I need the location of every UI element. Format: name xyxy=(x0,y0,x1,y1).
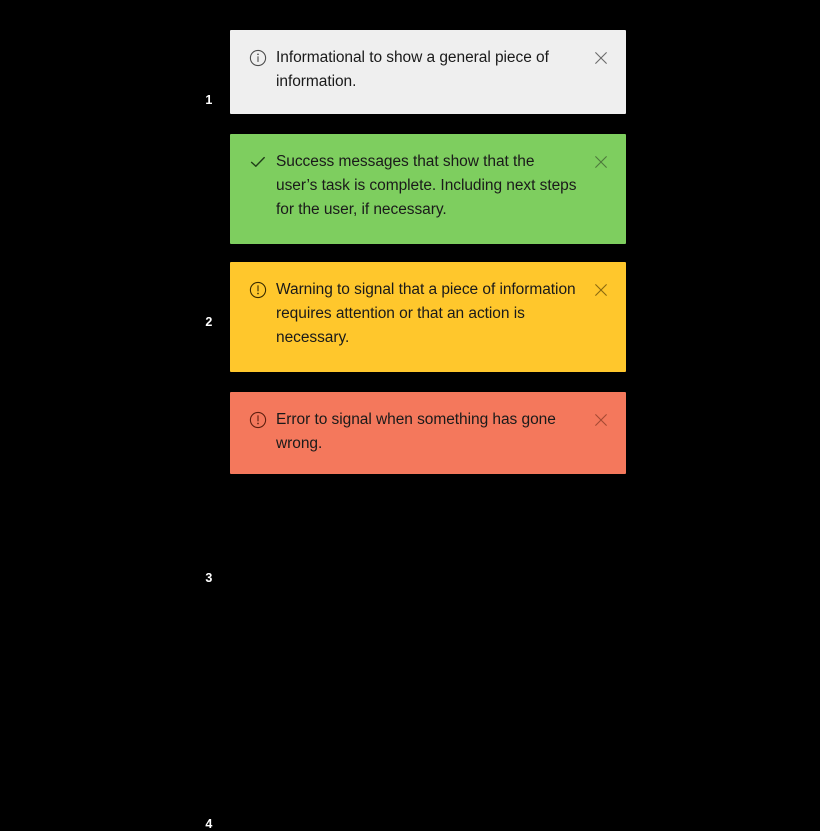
row-number-3: 3 xyxy=(205,571,213,585)
alert-informational: Informational to show a general piece of… xyxy=(230,30,626,114)
exclamation-circle-icon xyxy=(248,279,268,301)
alert-row-error: 4 Error to signal when something has gon… xyxy=(0,392,820,830)
alert-message: Error to signal when something has gone … xyxy=(276,411,556,452)
alert-variants-showcase: 1 Informational to show a general piece … xyxy=(0,30,820,831)
alert-warning: Warning to signal that a piece of inform… xyxy=(230,262,626,372)
alert-message: Warning to signal that a piece of inform… xyxy=(276,281,576,346)
close-icon[interactable] xyxy=(590,279,612,301)
row-number-2: 2 xyxy=(205,315,213,329)
close-icon[interactable] xyxy=(590,151,612,173)
alert-message: Success messages that show that the user… xyxy=(276,153,577,218)
info-circle-icon xyxy=(248,47,268,69)
check-icon xyxy=(248,151,268,173)
row-number-4: 4 xyxy=(205,817,213,831)
alert-row-informational: 1 Informational to show a general piece … xyxy=(0,30,820,114)
alert-row-warning: 3 Warning to signal that a piece of info… xyxy=(0,262,820,584)
row-number-1: 1 xyxy=(205,93,213,107)
exclamation-circle-icon xyxy=(248,409,268,431)
alert-row-success: 2 Success messages that show that the us… xyxy=(0,134,820,328)
alert-error: Error to signal when something has gone … xyxy=(230,392,626,474)
alert-success: Success messages that show that the user… xyxy=(230,134,626,244)
alert-message: Informational to show a general piece of… xyxy=(276,49,549,90)
close-icon[interactable] xyxy=(590,409,612,431)
close-icon[interactable] xyxy=(590,47,612,69)
